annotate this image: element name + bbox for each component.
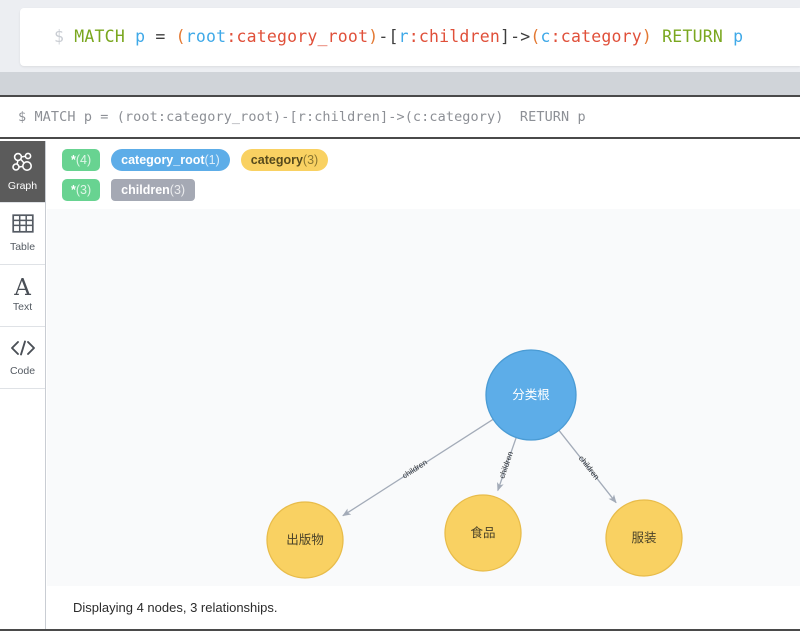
legend-node-labels-row: *(4) category_root(1) category(3) [62, 148, 800, 172]
query-token-6: ( [175, 26, 186, 46]
legend-relationship-types-row: *(3)children(3) [62, 178, 800, 202]
query-token-4: p [135, 26, 146, 46]
legend-rel-chip-all[interactable]: *(3) [62, 178, 101, 202]
query-token-13: ]-> [499, 26, 531, 46]
table-icon [11, 214, 34, 238]
sidebar-item-code[interactable]: Code [0, 327, 45, 389]
chip-name: * [71, 152, 76, 167]
view-mode-sidebar: Graph Table A Text [0, 141, 46, 631]
chip-count: (3) [302, 152, 319, 167]
graph-node-circle[interactable] [605, 499, 683, 577]
graph-node[interactable]: 分类根 [485, 349, 577, 441]
chip-count: (1) [204, 152, 220, 167]
query-token-21: p [733, 26, 744, 46]
chip-name: children [121, 182, 170, 197]
legend-panel: *(4)category_root(1)category(3) *(3)chil… [46, 141, 800, 213]
result-status-bar: Displaying 4 nodes, 3 relationships. [47, 586, 800, 629]
graph-node[interactable]: 出版物 [266, 501, 344, 579]
chip-count: (3) [169, 182, 186, 197]
executed-query-echo: $ MATCH p = (root:category_root)-[r:chil… [0, 97, 800, 139]
graph-node-label: 服装 [631, 531, 656, 545]
query-token-17: ) [641, 26, 653, 46]
query-token-3 [125, 27, 135, 46]
graph-edge[interactable] [497, 437, 517, 492]
status-text: Displaying 4 nodes, 3 relationships. [73, 600, 278, 615]
chip-name: category_root [121, 152, 205, 167]
graph-edge-label: children [577, 454, 601, 482]
chip-name: * [71, 182, 76, 197]
sidebar-item-table-label: Table [9, 241, 36, 254]
graph-node-label: 出版物 [286, 533, 324, 547]
query-token-18 [652, 27, 662, 46]
graph-edge[interactable] [558, 429, 617, 504]
query-token-20 [723, 27, 733, 46]
query-token-2: MATCH [74, 26, 125, 46]
query-editor-text[interactable]: $ MATCH p = (root:category_root)-[r:chil… [54, 26, 744, 46]
sidebar-item-graph-label: Graph [7, 179, 38, 192]
query-token-7: root [185, 26, 227, 46]
sidebar-item-code-label: Code [9, 364, 36, 377]
graph-edge[interactable] [342, 418, 494, 517]
graph-edges-layer [342, 418, 617, 517]
query-token-10: -[ [378, 26, 399, 46]
sidebar-item-text[interactable]: A Text [0, 265, 45, 327]
query-token-1 [64, 27, 74, 46]
graph-node-label: 分类根 [512, 388, 550, 402]
legend-node-chip-category[interactable]: category(3) [240, 148, 329, 172]
query-token-19: RETURN [662, 26, 723, 46]
query-token-5: = [145, 26, 176, 46]
bottom-rule [0, 629, 800, 631]
result-frame: $ MATCH p = (root:category_root)-[r:chil… [0, 97, 800, 631]
query-editor-card[interactable]: $ MATCH p = (root:category_root)-[r:chil… [20, 8, 800, 66]
legend-rel-chip-children[interactable]: children(3) [111, 178, 196, 202]
chip-count: (3) [75, 182, 92, 197]
graph-icon [11, 152, 34, 177]
graph-visualization-canvas[interactable]: children children children 分类根出版物 食品 服装 [47, 209, 800, 586]
graph-node-label: 食品 [470, 525, 495, 540]
graph-edge-labels-layer: children children children [401, 450, 602, 481]
query-token-14: ( [530, 26, 541, 46]
query-token-12: :children [408, 26, 500, 46]
graph-node-circle[interactable] [485, 349, 577, 441]
chip-name: category [250, 152, 303, 167]
graph-edge-label: children [497, 450, 515, 479]
query-token-16: :category [550, 26, 642, 46]
graph-edge-label: children [401, 458, 429, 481]
text-icon: A [14, 275, 31, 302]
frame-separator-band [0, 72, 800, 97]
sidebar-item-table[interactable]: Table [0, 203, 45, 265]
query-token-0: $ [54, 26, 65, 46]
graph-node-circle[interactable] [266, 501, 344, 579]
query-token-11: r [398, 26, 409, 46]
legend-node-chip-category_root[interactable]: category_root(1) [111, 148, 230, 172]
query-token-15: c [540, 26, 551, 46]
graph-node[interactable]: 食品 [444, 494, 522, 572]
sidebar-item-text-label: Text [12, 301, 33, 314]
query-token-9: ) [368, 26, 379, 46]
query-token-8: :category_root [226, 26, 369, 46]
sidebar-item-graph[interactable]: Graph [0, 141, 45, 203]
chip-count: (4) [75, 152, 92, 167]
code-icon [10, 339, 36, 362]
graph-node-circle[interactable] [444, 494, 522, 572]
graph-node[interactable]: 服装 [605, 499, 683, 577]
legend-node-chip-all[interactable]: *(4) [62, 148, 101, 172]
